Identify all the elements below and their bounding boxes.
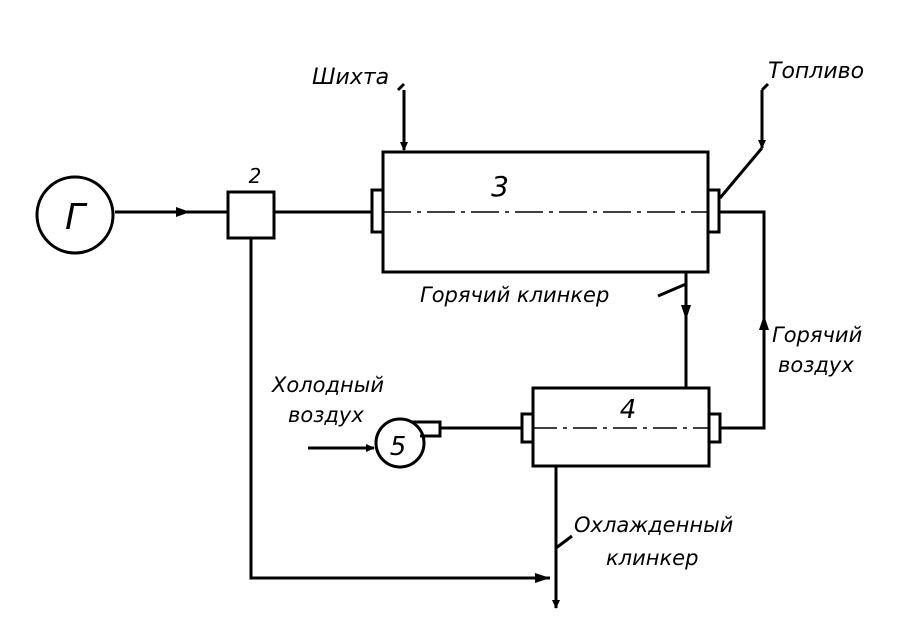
unit2-return-arrow — [535, 573, 550, 583]
cooled-clinker-label-1: Охлажденный — [574, 513, 733, 537]
cold-air-input: Холодный воздух — [271, 373, 384, 452]
hot-air-arrow — [759, 315, 769, 330]
fan5-node: 5 — [374, 417, 442, 469]
cold-air-label-2: воздух — [288, 403, 364, 427]
charge-input: Шихта — [312, 65, 408, 151]
unit2-node: 2 — [226, 164, 276, 240]
generator-circle — [35, 175, 115, 255]
fuel-leader — [760, 82, 770, 92]
cooled-clinker-label-2: клинкер — [606, 546, 698, 570]
fuel-label: Топливо — [768, 59, 864, 84]
fan5-circle — [374, 417, 426, 469]
kiln3-left-cap — [370, 188, 385, 234]
generator-label: Г — [65, 197, 88, 238]
hot-clinker-label: Горячий клинкер — [420, 283, 609, 307]
cooled-clinker-leader — [555, 534, 573, 550]
hot-clinker-stream: Горячий клинкер — [420, 272, 691, 388]
cooled-clinker-output: Охлажденный клинкер — [552, 466, 733, 609]
cooler4-label: 4 — [620, 395, 637, 425]
unit2-return-line — [249, 238, 550, 580]
unit2-label: 2 — [249, 164, 262, 188]
charge-label: Шихта — [312, 65, 389, 90]
charge-leader — [396, 82, 406, 92]
kiln3-right-cap — [706, 188, 721, 234]
generator-node: Г — [35, 175, 115, 255]
cooler4-node: 4 — [520, 386, 722, 468]
hot-air-line — [719, 210, 766, 430]
hot-air-label-2: воздух — [778, 353, 854, 377]
cooler4-right-cap — [707, 412, 722, 444]
hot-clinker-arrow — [681, 305, 691, 320]
fan5-label: 5 — [390, 432, 407, 462]
kiln3-label: 3 — [491, 170, 509, 203]
fuel-input: Топливо — [718, 59, 864, 199]
kiln3-node: 3 — [370, 150, 721, 274]
gas-to-generator-arrow — [176, 207, 190, 217]
hot-clinker-leader — [657, 282, 687, 298]
fuel-to-burner — [718, 147, 764, 199]
hot-air-label-1: Горячий — [772, 323, 862, 347]
hot-air-loop: Горячий воздух — [719, 210, 862, 430]
cooler4-body — [531, 386, 711, 468]
cold-air-label-1: Холодный — [271, 373, 384, 397]
unit2-box — [226, 190, 276, 240]
cooler4-left-cap — [520, 412, 535, 444]
